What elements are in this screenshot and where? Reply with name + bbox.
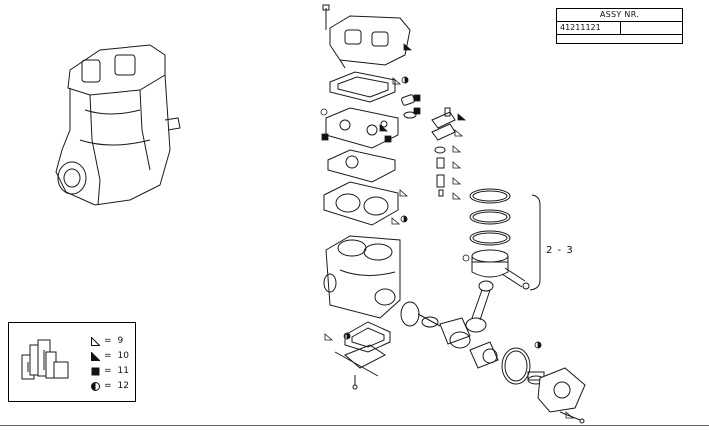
legend-eq: = — [104, 351, 112, 361]
valve-plate — [325, 107, 399, 149]
square-filled-icon — [91, 367, 100, 375]
assy-header: ASSY NR. — [557, 9, 682, 22]
legend-row: = 11 — [91, 365, 129, 377]
legend-row: = 12 — [91, 380, 129, 392]
cylinder-gasket — [323, 181, 399, 226]
bottom-cover — [334, 344, 386, 390]
legend-eq: = — [104, 366, 112, 376]
crankshaft — [417, 313, 499, 369]
bearing-and-end-cover — [527, 367, 586, 424]
crankcase-cover-gasket — [344, 321, 391, 353]
legend-value: 10 — [117, 351, 129, 361]
part-markers — [320, 43, 575, 419]
bracket-range-2-3 — [529, 194, 541, 291]
legend-value: 9 — [117, 336, 124, 346]
reed-valve-gasket — [327, 149, 396, 183]
legend-row: = 10 — [91, 350, 129, 362]
legend-value: 12 — [117, 381, 129, 391]
legend-box: = 9 = 10 = 11 = 12 — [8, 322, 136, 402]
assembly-number-table: ASSY NR. 41211121 — [556, 8, 683, 44]
legend-value: 11 — [117, 366, 129, 376]
legend-eq: = — [104, 336, 112, 346]
head-gasket-upper — [329, 71, 396, 103]
range-label: 2 - 3 — [546, 245, 574, 256]
legend-row: = 9 — [91, 335, 123, 347]
assy-extra-cell — [621, 22, 682, 34]
ring-seal-large — [400, 301, 531, 385]
triangle-outline-icon — [91, 336, 100, 346]
legend-eq: = — [104, 381, 112, 391]
triangle-filled-icon — [91, 351, 100, 361]
cylinder-head — [329, 15, 411, 69]
half-circle-icon — [91, 381, 100, 391]
piston — [471, 249, 509, 278]
bottom-divider — [0, 425, 709, 426]
assy-number: 41211121 — [557, 22, 621, 34]
valve-small-parts — [401, 94, 456, 197]
assy-row: 41211121 — [557, 22, 682, 35]
connecting-rod — [465, 280, 494, 333]
piston-rings — [469, 188, 511, 246]
legend-kit-illustration — [21, 339, 69, 380]
cylinder-block — [323, 235, 401, 319]
piston-pin — [501, 267, 530, 290]
bolt-top — [322, 4, 330, 30]
assembled-compressor-illustration — [55, 44, 181, 206]
